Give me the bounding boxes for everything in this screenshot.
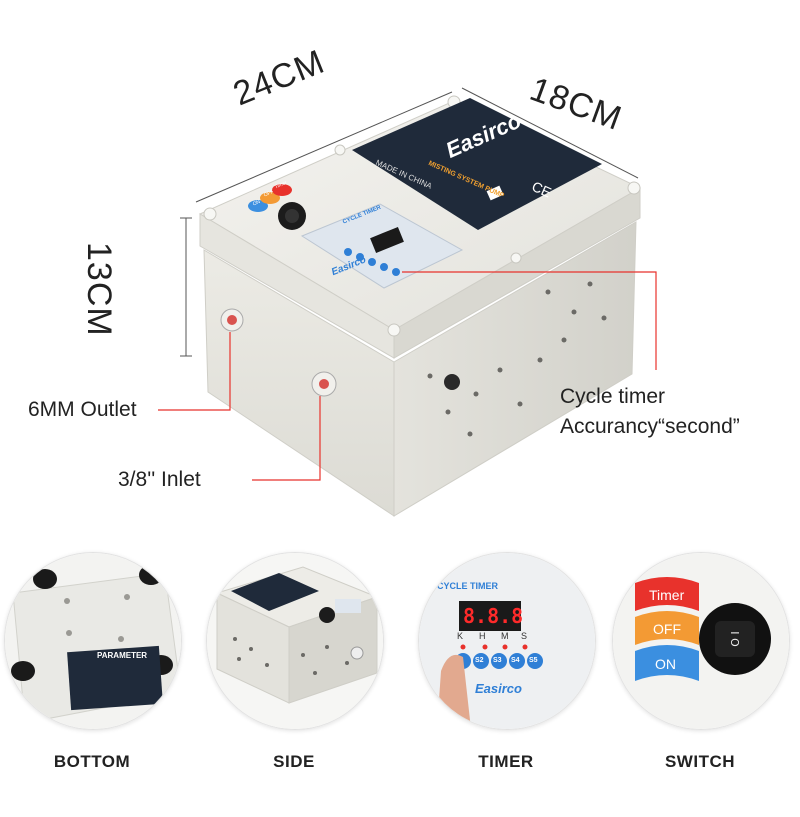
spec-label bbox=[352, 98, 602, 230]
timer-callout-line1: Cycle timer bbox=[560, 385, 666, 408]
unit-k: K bbox=[457, 631, 464, 641]
timer-brand: Easirco bbox=[475, 681, 522, 696]
product-photo bbox=[158, 87, 657, 517]
outlet-fitting bbox=[220, 308, 244, 332]
timer-button-s3: S3 bbox=[493, 657, 502, 664]
parameter-label-text: PARAMETER bbox=[97, 651, 148, 660]
box-side bbox=[393, 221, 637, 517]
height-dimension-label: 13CM bbox=[80, 242, 118, 337]
unit-m: M bbox=[501, 631, 509, 641]
timer-detail-image: CYCLE TIMER 8.8.8 K H M S S2 S3 S4 S5 Ea… bbox=[418, 552, 596, 730]
timer-button-s5: S5 bbox=[529, 657, 538, 664]
dimension-lines bbox=[180, 87, 639, 357]
switch-detail-image: O I Timer OFF ON bbox=[612, 552, 790, 730]
side-detail-image bbox=[206, 552, 384, 730]
bottom-detail-image: PARAMETER bbox=[4, 552, 182, 730]
switch-label-timer: Timer bbox=[649, 587, 685, 603]
unit-h: H bbox=[479, 631, 486, 641]
unit-s: S bbox=[521, 631, 528, 641]
outlet-callout: 6MM Outlet bbox=[28, 398, 137, 421]
timer-button-s2: S2 bbox=[475, 657, 484, 664]
svg-text:O I: O I bbox=[729, 631, 742, 646]
caption-switch: SWITCH bbox=[664, 752, 736, 771]
caption-timer: TIMER bbox=[478, 752, 534, 771]
caption-bottom: BOTTOM bbox=[53, 752, 131, 771]
timer-panel-title: CYCLE TIMER bbox=[437, 581, 499, 591]
timer-callout-line2: Accurancy“second” bbox=[560, 415, 740, 438]
inlet-fitting bbox=[311, 371, 337, 397]
switch-label-off: OFF bbox=[653, 621, 681, 637]
inlet-callout: 3/8'' Inlet bbox=[118, 468, 201, 491]
timer-button-s4: S4 bbox=[511, 657, 520, 664]
timer-display: 8.8.8 bbox=[463, 604, 524, 628]
caption-side: SIDE bbox=[273, 752, 315, 771]
switch-label-on: ON bbox=[655, 656, 676, 672]
